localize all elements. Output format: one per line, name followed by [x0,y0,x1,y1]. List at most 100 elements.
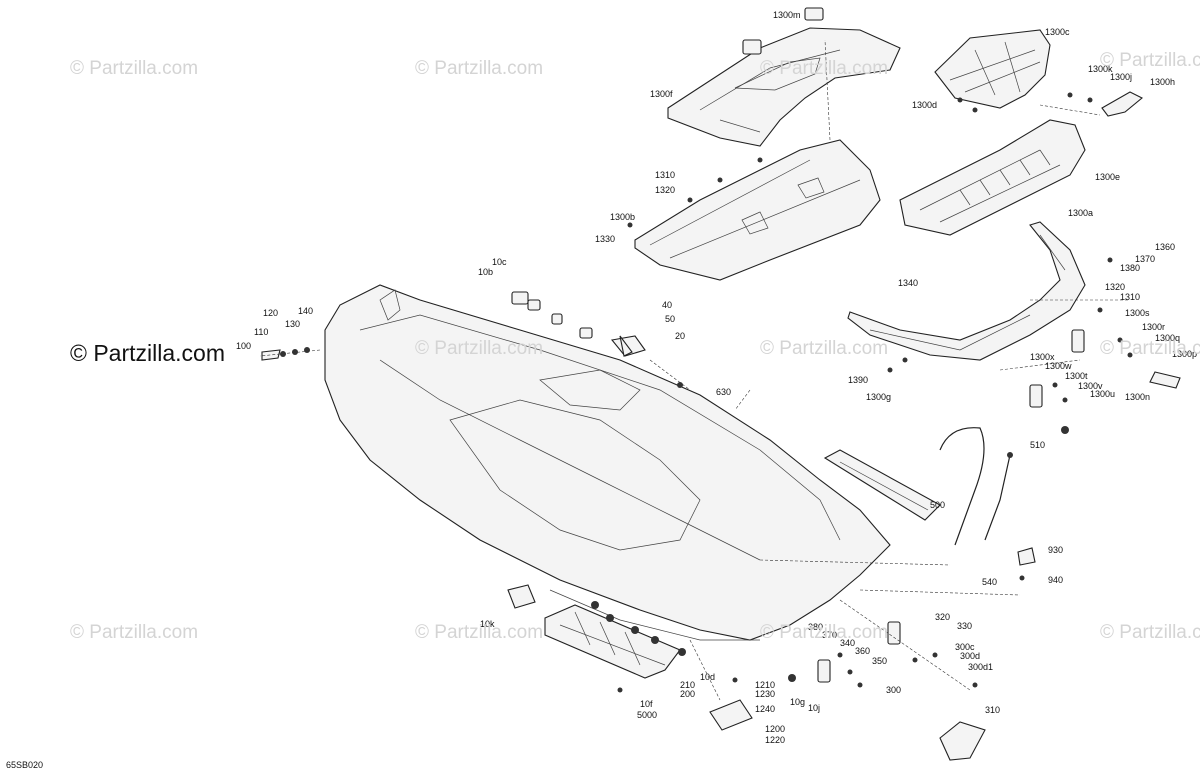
label-300: 300 [886,685,901,695]
label-1300h: 1300h [1150,77,1175,87]
label-1380: 1380 [1120,263,1140,273]
label-1300w: 1300w [1045,361,1072,371]
part-labels: 1300m 1300c 1300f 1300k 1300j 1300h 1300… [236,10,1197,745]
hull-body[interactable] [324,284,891,641]
watermark: © Partzilla.com [70,622,199,643]
label-360: 360 [855,646,870,656]
label-1310-b: 1310 [1120,292,1140,302]
label-500: 500 [930,500,945,510]
label-10g: 10g [790,697,805,707]
label-340: 340 [840,638,855,648]
label-120: 120 [263,308,278,318]
label-1360: 1360 [1155,242,1175,252]
clip-1300m[interactable] [742,7,824,55]
label-1310-a: 1310 [655,170,675,180]
label-5000: 5000 [637,710,657,720]
watermark: © Partzilla.com [415,622,544,643]
label-1220: 1220 [765,735,785,745]
watermark: © Partzilla.com [415,338,544,359]
label-10k: 10k [480,619,495,629]
label-1300t: 1300t [1065,371,1088,381]
label-300d: 300d [960,651,980,661]
bumper-trim-1300a[interactable] [847,221,1086,361]
label-200: 200 [680,689,695,699]
vent-hose-500[interactable] [939,427,1011,546]
label-40: 40 [662,300,672,310]
label-1300b: 1300b [610,212,635,222]
watermark: © Partzilla.com [760,58,889,79]
watermark: © Partzilla.com [415,58,544,79]
intake-grate-5000[interactable] [544,604,681,679]
label-1300s: 1300s [1125,308,1150,318]
side-vent-panel[interactable] [823,449,941,521]
fasteners [280,92,1133,693]
label-320: 320 [935,612,950,622]
label-1300v: 1300v [1078,381,1103,391]
leader-lines [259,39,1130,701]
label-1390: 1390 [848,375,868,385]
label-940: 940 [1048,575,1063,585]
label-1200: 1200 [765,724,785,734]
label-1300q: 1300q [1155,333,1180,343]
label-300d1: 300d1 [968,662,993,672]
watermark: © Partzilla.com [760,338,889,359]
label-1300x: 1300x [1030,352,1055,362]
label-540: 540 [982,577,997,587]
watermark: © Partzilla.com [70,58,199,79]
watermark: © Partzilla.com [760,622,889,643]
storage-lid-1300c[interactable] [934,29,1051,109]
label-300c: 300c [955,642,975,652]
label-380: 380 [808,622,823,632]
watermark: © Partzilla.com [1100,50,1200,71]
label-1300d: 1300d [912,100,937,110]
label-510: 510 [1030,440,1045,450]
label-350: 350 [872,656,887,666]
label-1300p: 1300p [1172,349,1197,359]
watermark: © Partzilla.com [1100,622,1200,643]
label-1300n: 1300n [1125,392,1150,402]
label-110: 110 [254,327,268,337]
label-1240: 1240 [755,704,775,714]
label-10f: 10f [640,699,653,709]
label-1230: 1230 [755,689,775,699]
label-20: 20 [675,331,685,341]
label-1340: 1340 [898,278,918,288]
label-10d: 10d [700,672,715,682]
diagram-code: 65SB020 [6,760,44,770]
label-130: 130 [285,319,300,329]
label-1210: 1210 [755,680,775,690]
label-210: 210 [680,680,695,690]
label-1300r: 1300r [1142,322,1165,332]
watermark: © Partzilla.com [1100,338,1200,359]
label-1300j: 1300j [1110,72,1132,82]
label-330: 330 [957,621,972,631]
label-1330: 1330 [595,234,615,244]
label-10j: 10j [808,703,820,713]
bracket-1300h[interactable] [1101,91,1144,117]
label-930: 930 [1048,545,1063,555]
label-100: 100 [236,341,251,351]
label-50: 50 [665,314,675,324]
label-1300c: 1300c [1045,27,1070,37]
label-1320-a: 1320 [655,185,675,195]
label-10b: 10b [478,267,493,277]
label-1370: 1370 [1135,254,1155,264]
small-parts [261,291,1085,761]
front-deck-1300b[interactable] [634,139,881,281]
rail-1300n[interactable] [1149,371,1181,389]
label-1300f: 1300f [650,89,673,99]
label-370: 370 [822,630,837,640]
label-310: 310 [985,705,1000,715]
label-1320-b: 1320 [1105,282,1125,292]
label-10c: 10c [492,257,507,267]
label-630: 630 [716,387,731,397]
watermark-primary: © Partzilla.com [70,340,225,366]
label-1300m: 1300m [773,10,801,20]
label-1300a: 1300a [1068,208,1093,218]
glove-box-1300e[interactable] [899,119,1086,236]
seat-cover-1300f[interactable] [667,27,901,147]
label-1300e: 1300e [1095,172,1120,182]
label-1300u: 1300u [1090,389,1115,399]
label-1300k: 1300k [1088,64,1113,74]
